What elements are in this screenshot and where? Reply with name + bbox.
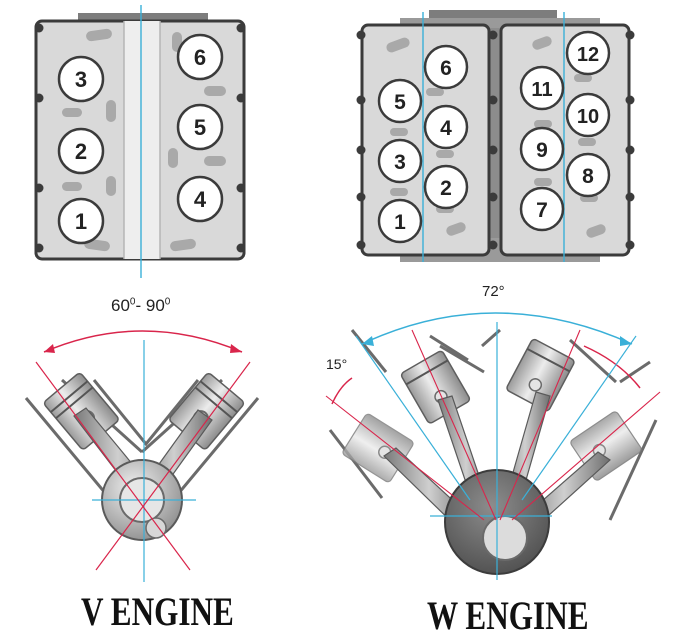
- cylinder-9: 9: [519, 126, 565, 172]
- cylinder-3: 3: [377, 138, 423, 184]
- cylinder-label: 3: [75, 67, 87, 92]
- w-engine-title: W ENGINE: [427, 593, 589, 638]
- v-angle-sep: -: [135, 296, 146, 315]
- cylinder-label: 5: [394, 91, 406, 114]
- cylinder-5: 5: [377, 78, 423, 124]
- v-engine-cutaway: [24, 330, 260, 582]
- cylinder-2: 2: [57, 127, 105, 175]
- w-engine-cutaway: [325, 312, 661, 580]
- cylinder-2: 2: [423, 164, 469, 210]
- cylinder-4: 4: [423, 104, 469, 150]
- cylinder-7: 7: [519, 186, 565, 232]
- cylinder-label: 9: [536, 139, 548, 162]
- w-bank1-cylinders: 5 3 1 6 4 2: [377, 44, 469, 244]
- cylinder-6: 6: [176, 33, 224, 81]
- cylinder-label: 3: [394, 151, 406, 174]
- cylinder-label: 1: [394, 211, 406, 234]
- w-piston-3: [506, 338, 575, 412]
- w-total-angle-label: 72°: [482, 283, 505, 300]
- w-guide-lines: [355, 322, 637, 580]
- cylinder-5: 5: [176, 103, 224, 151]
- v-bank-centerlines: [35, 361, 251, 571]
- w-piston-2: [400, 350, 471, 424]
- cylinder-label: 7: [536, 199, 548, 222]
- cylinder-label: 8: [582, 165, 594, 188]
- v-angle-label: 600- 900: [111, 296, 170, 316]
- cylinder-label: 1: [75, 209, 87, 234]
- cylinder-12: 12: [565, 30, 611, 76]
- v-angle-min: 60: [111, 296, 130, 315]
- v-right-bank-cylinders: 6 5 4: [176, 33, 224, 223]
- cylinder-4: 4: [176, 175, 224, 223]
- cylinder-1: 1: [377, 198, 423, 244]
- cylinder-10: 10: [565, 92, 611, 138]
- cylinder-label: 11: [531, 79, 552, 101]
- w-offset-angle-label: 15°: [326, 356, 348, 372]
- cylinder-label: 6: [194, 45, 206, 70]
- cylinder-1: 1: [57, 197, 105, 245]
- w-bank2-cylinders: 11 9 7 12 10 8: [519, 30, 611, 232]
- cylinder-11: 11: [519, 65, 565, 111]
- cylinder-label: 5: [194, 115, 206, 140]
- cylinder-6: 6: [423, 44, 469, 90]
- cylinder-8: 8: [565, 152, 611, 198]
- cylinder-3: 3: [57, 55, 105, 103]
- degree-sign: 0: [129, 296, 136, 308]
- cylinder-label: 4: [194, 187, 207, 212]
- cylinder-label: 4: [440, 117, 452, 140]
- cylinder-label: 6: [440, 57, 452, 80]
- cylinder-label: 10: [577, 106, 599, 128]
- v-guide-lines: [92, 340, 196, 582]
- w-offset-angle-arc: [331, 377, 353, 405]
- v-angle-arc: [43, 330, 243, 353]
- w-total-angle-arc: [361, 312, 633, 345]
- v-engine-title: V ENGINE: [81, 589, 234, 634]
- cylinder-label: 12: [577, 44, 599, 66]
- degree-sign: 0: [164, 296, 171, 308]
- v-angle-max: 90: [145, 296, 165, 315]
- w-bank-centerlines: [325, 329, 661, 521]
- w-cylinder-walls: [328, 328, 658, 521]
- cylinder-label: 2: [440, 177, 452, 200]
- cylinder-label: 2: [75, 139, 87, 164]
- v-left-bank-cylinders: 3 2 1: [57, 55, 105, 245]
